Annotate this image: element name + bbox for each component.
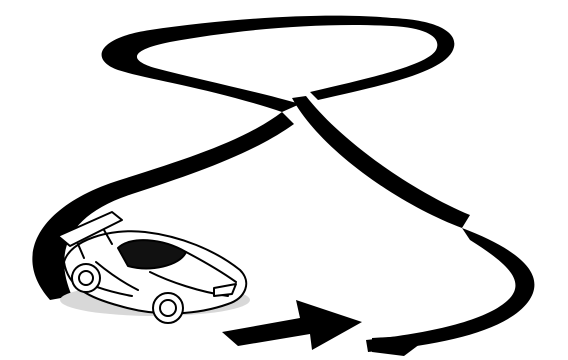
race-car: [58, 212, 250, 323]
car-rear-hub: [79, 271, 93, 285]
track-crossing-strip: [292, 96, 470, 228]
track-top-loop-left: [102, 16, 392, 112]
track-top-loop-right: [310, 18, 454, 100]
car-front-hub: [160, 300, 176, 316]
track-right-loop: [366, 228, 534, 352]
track-arrow-foreground: [222, 300, 362, 350]
